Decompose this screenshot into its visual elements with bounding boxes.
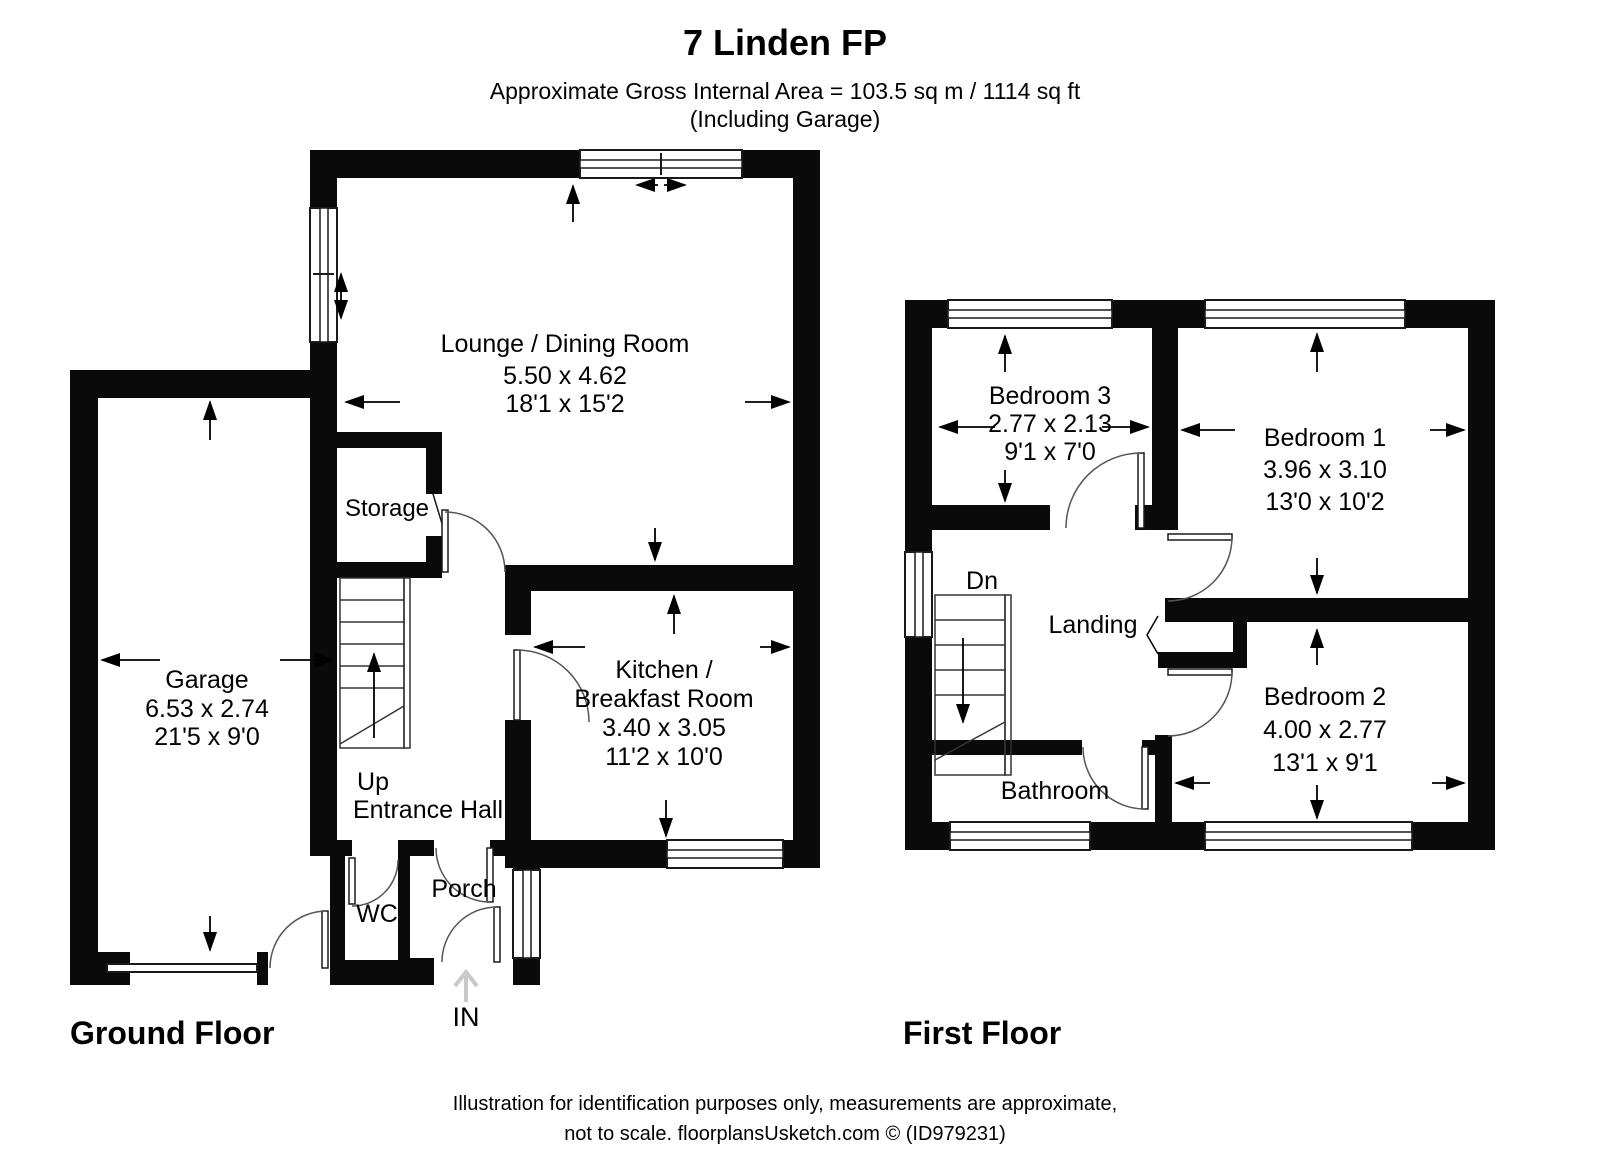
entrance-hall-label: Entrance Hall (353, 796, 503, 824)
first-floor-dimension-arrows (938, 332, 1466, 820)
ground-floor-stairs (339, 577, 411, 749)
bathroom-window (949, 821, 1091, 851)
first-floor-stairs (934, 594, 1012, 776)
ground-floor-doors (269, 493, 590, 969)
kitchen-label-1: Kitchen / (615, 656, 712, 684)
garage-back-door-arc (269, 910, 328, 969)
bedroom1-door-arc (1167, 536, 1233, 602)
ground-floor-title: Ground Floor (70, 1015, 274, 1051)
wc-label: WC (356, 900, 398, 928)
landing-label: Landing (1049, 611, 1138, 639)
bedroom2-metric: 4.00 x 2.77 (1263, 716, 1387, 744)
bedroom1-imperial: 13'0 x 10'2 (1265, 488, 1384, 516)
storage-label: Storage (345, 495, 429, 522)
bedroom1-metric: 3.96 x 3.10 (1263, 456, 1387, 484)
front-door-arc (441, 906, 498, 963)
bedroom2-door-arc (1167, 671, 1233, 737)
bedroom3-label: Bedroom 3 (989, 382, 1111, 410)
landing-dim-chevron (1146, 615, 1159, 655)
ground-floor-plan: Lounge / Dining Room 5.50 x 4.62 18'1 x … (70, 149, 820, 1051)
kitchen-door-arc (516, 649, 590, 723)
footer: Illustration for identification purposes… (453, 1093, 1117, 1145)
bathroom-door-leaf (1141, 746, 1149, 810)
bedroom3-metric: 2.77 x 2.13 (988, 410, 1112, 438)
lounge-door-leaf (441, 509, 449, 573)
first-floor-title: First Floor (903, 1015, 1061, 1051)
kitchen-label-2: Breakfast Room (574, 685, 753, 713)
ground-floor-labels: Lounge / Dining Room 5.50 x 4.62 18'1 x … (70, 330, 754, 1051)
garage-imperial: 21'5 x 9'0 (154, 723, 259, 751)
kitchen-door-leaf (513, 649, 521, 721)
bedroom2-imperial: 13'1 x 9'1 (1272, 749, 1377, 777)
disclaimer-line-2: not to scale. floorplansUsketch.com © (I… (564, 1123, 1006, 1145)
disclaimer-line-1: Illustration for identification purposes… (453, 1093, 1117, 1115)
in-label: IN (453, 1002, 480, 1032)
ground-floor-windows (106, 149, 784, 973)
ground-floor-dimension-arrows (100, 178, 791, 952)
lounge-imperial: 18'1 x 15'2 (505, 390, 624, 418)
bedroom2-label: Bedroom 2 (1264, 683, 1386, 711)
kitchen-window (666, 839, 784, 869)
header: 7 Linden FP Approximate Gross Internal A… (490, 22, 1081, 132)
lounge-metric: 5.50 x 4.62 (503, 362, 627, 390)
area-line-2: (Including Garage) (690, 106, 881, 132)
lounge-door-arc (444, 511, 506, 573)
lounge-left-window (309, 207, 338, 343)
ground-floor-walls (70, 150, 820, 985)
garage-metric: 6.53 x 2.74 (145, 695, 269, 723)
kitchen-metric: 3.40 x 3.05 (602, 714, 726, 742)
garage-back-door-leaf (321, 910, 329, 969)
first-floor-walls (905, 300, 1495, 850)
garage-label: Garage (165, 666, 248, 694)
front-door-leaf (493, 906, 501, 963)
bedroom3-imperial: 9'1 x 7'0 (1004, 438, 1096, 466)
wc-door-leaf (348, 857, 356, 905)
porch-door-arc (435, 847, 491, 903)
bedroom1-label: Bedroom 1 (1264, 424, 1386, 452)
wc-door-arc (351, 859, 399, 907)
page-title: 7 Linden FP (683, 22, 887, 63)
area-line: Approximate Gross Internal Area = 103.5 … (490, 78, 1081, 104)
bedroom2-door-leaf (1167, 668, 1233, 676)
porch-window (512, 869, 541, 959)
landing-window (904, 551, 933, 638)
first-floor-plan: Bedroom 3 2.77 x 2.13 9'1 x 7'0 Bedroom … (903, 299, 1495, 1051)
bedroom2-window (1204, 821, 1413, 851)
lounge-top-window (579, 149, 743, 179)
entrance-in-arrow (453, 968, 479, 1002)
first-floor-doors (1065, 452, 1233, 810)
porch-label: Porch (431, 875, 496, 903)
bedroom3-door-leaf (1137, 452, 1145, 529)
first-floor-windows (904, 299, 1413, 851)
bedroom3-door-arc (1065, 452, 1142, 529)
stairs-down-label: Dn (966, 567, 998, 595)
lounge-label: Lounge / Dining Room (441, 330, 690, 358)
bathroom-door-arc (1082, 746, 1146, 810)
kitchen-imperial: 11'2 x 10'0 (605, 743, 723, 771)
bathroom-label: Bathroom (1001, 777, 1109, 805)
first-floor-labels: Bedroom 3 2.77 x 2.13 9'1 x 7'0 Bedroom … (903, 382, 1387, 1051)
bedroom1-door-leaf (1167, 533, 1233, 541)
stairs-up-label: Up (357, 768, 389, 796)
bedroom1-window (1204, 299, 1406, 329)
bedroom3-window (947, 299, 1113, 329)
garage-door (106, 963, 258, 973)
